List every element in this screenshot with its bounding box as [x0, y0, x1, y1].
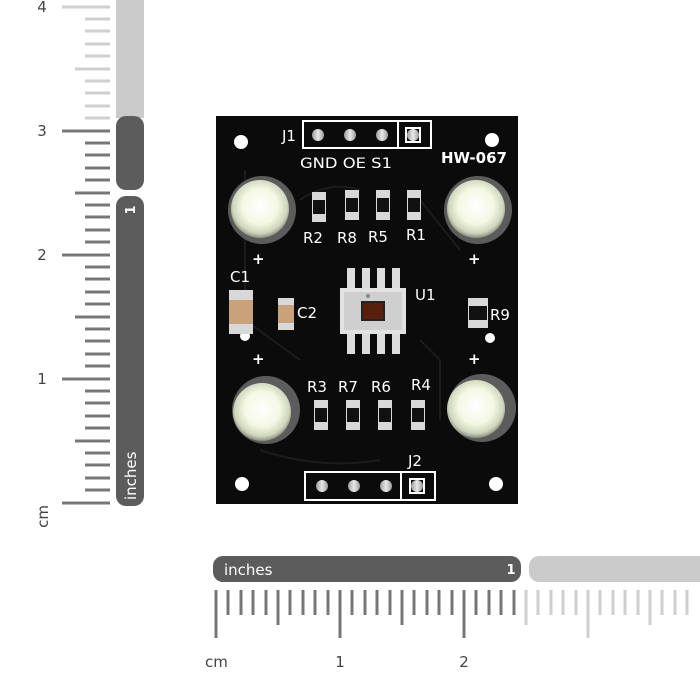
resistor-r7 — [346, 400, 360, 430]
header-j2-pin — [316, 480, 328, 492]
vertical-cm-ticks — [62, 129, 110, 505]
vertical-cm-ticks-faded — [62, 5, 110, 120]
mounting-hole-top-right — [485, 133, 499, 147]
header-j1-pin — [376, 129, 388, 141]
led-top-left — [228, 176, 296, 244]
vertical-cm-number-1: 1 — [37, 370, 47, 388]
plus-sign-top-left: + — [252, 250, 265, 268]
vertical-inch-number: 1 — [124, 205, 139, 214]
label-c1: C1 — [230, 268, 250, 286]
label-r5: R5 — [368, 228, 388, 246]
vertical-inch-bar-dark — [116, 196, 144, 506]
label-r6: R6 — [371, 378, 391, 396]
header-j1-pin — [407, 129, 419, 141]
header-j1-pin — [312, 129, 324, 141]
vertical-inch-unit: inches — [122, 451, 140, 500]
resistor-r9 — [468, 298, 488, 328]
vertical-cm-number-4: 4 — [37, 0, 47, 16]
vertical-cm-number-3: 3 — [37, 122, 47, 140]
label-r8: R8 — [337, 229, 357, 247]
resistor-r8 — [345, 190, 359, 220]
horizontal-cm-ticks — [214, 590, 516, 638]
resistor-r2 — [312, 192, 326, 222]
vertical-inch-bar-light — [116, 0, 144, 118]
horizontal-inch-bar-dark — [213, 556, 521, 582]
plus-sign-bottom-left: + — [252, 350, 265, 368]
led-bottom-left — [232, 376, 300, 444]
header-j2-pin — [380, 480, 392, 492]
header-j2-outline — [304, 471, 436, 501]
color-sensor-board: J1 GND OE S1 HW-067 J2 + + + — [216, 116, 518, 504]
resistor-r4 — [411, 400, 425, 430]
via-hole-right — [485, 333, 495, 343]
label-u1: U1 — [415, 286, 436, 304]
led-top-right — [444, 176, 512, 244]
capacitor-c1 — [229, 290, 253, 334]
label-model: HW-067 — [441, 149, 507, 167]
label-r2: R2 — [303, 229, 323, 247]
vertical-ruler: 1 2 3 4 cm 1 inches — [34, 0, 144, 528]
header-j2-pin — [348, 480, 360, 492]
header-j1-pin — [344, 129, 356, 141]
header-j2-pin — [411, 480, 423, 492]
mounting-hole-bottom-left — [235, 477, 249, 491]
horizontal-inch-number: 1 — [506, 563, 515, 578]
resistor-r5 — [376, 190, 390, 220]
sensor-window — [361, 301, 385, 321]
vertical-cm-unit: cm — [34, 505, 52, 528]
label-j2: J2 — [407, 452, 422, 470]
horizontal-cm-unit: cm — [205, 653, 228, 671]
label-r9: R9 — [490, 306, 510, 324]
mounting-hole-bottom-right — [489, 477, 503, 491]
header-j1-square-pad — [405, 127, 421, 143]
resistor-r3 — [314, 400, 328, 430]
horizontal-cm-ticks-faded — [524, 590, 689, 638]
resistor-r1 — [407, 190, 421, 220]
horizontal-cm-number-1: 1 — [335, 653, 345, 671]
label-j1-pins: GND OE S1 — [300, 156, 392, 172]
horizontal-ruler: inches 1 — [205, 556, 700, 671]
header-j2-square-pad — [409, 478, 425, 494]
horizontal-inch-bar-light — [529, 556, 700, 582]
header-j1-outline — [302, 120, 432, 149]
vertical-inch-bar-dark-top — [116, 116, 144, 190]
sensor-chip-u1 — [340, 268, 406, 354]
label-r3: R3 — [307, 378, 327, 396]
mounting-hole-top-left — [234, 135, 248, 149]
label-r1: R1 — [406, 226, 426, 244]
label-r4: R4 — [411, 376, 431, 394]
label-j1: J1 — [281, 127, 296, 145]
vertical-cm-number-2: 2 — [37, 246, 47, 264]
plus-sign-bottom-right: + — [468, 350, 481, 368]
horizontal-inch-unit: inches — [224, 561, 273, 579]
capacitor-c2 — [278, 298, 294, 330]
horizontal-cm-number-2: 2 — [459, 653, 469, 671]
resistor-r6 — [378, 400, 392, 430]
plus-sign-top-right: + — [468, 250, 481, 268]
label-c2: C2 — [297, 304, 317, 322]
led-bottom-right — [447, 374, 516, 442]
label-r7: R7 — [338, 378, 358, 396]
